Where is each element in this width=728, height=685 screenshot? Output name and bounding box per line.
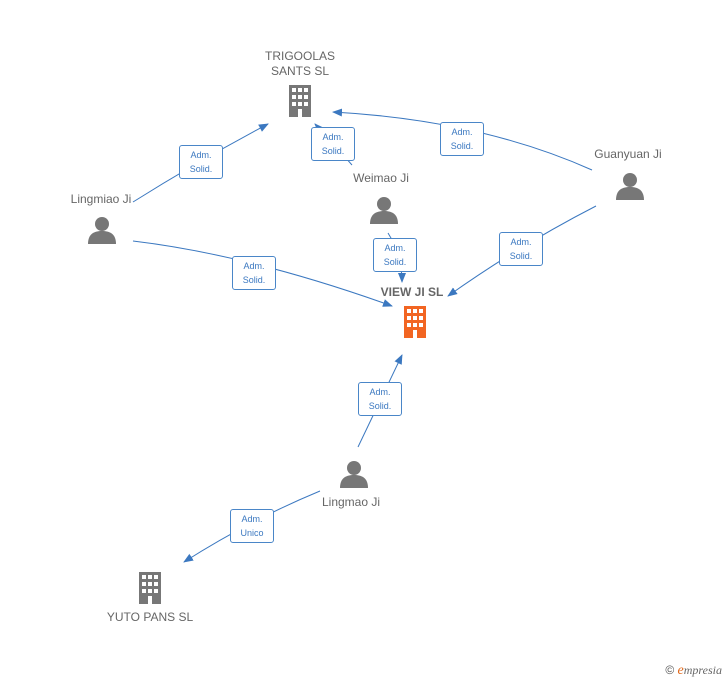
person-icon[interactable] bbox=[616, 173, 644, 200]
edge-label-line: Adm. bbox=[451, 127, 473, 137]
edge-label-line: Adm. bbox=[510, 237, 532, 247]
edge-label-box[interactable]: Adm. Solid. bbox=[373, 238, 417, 272]
copyright-footer: © empresia bbox=[665, 663, 722, 679]
edge-label-line: Unico bbox=[240, 528, 264, 538]
node-label-lingmao[interactable]: Lingmao Ji bbox=[321, 495, 381, 509]
edge-label-line: Solid. bbox=[509, 251, 533, 261]
person-icon[interactable] bbox=[340, 461, 368, 488]
brand-logo-initial: e bbox=[677, 663, 684, 678]
edge-label-box[interactable]: Adm. Solid. bbox=[358, 382, 402, 416]
person-icon[interactable] bbox=[370, 197, 398, 224]
edge-label-box[interactable]: Adm. Solid. bbox=[232, 256, 276, 290]
edge-label-box[interactable]: Adm. Solid. bbox=[440, 122, 484, 156]
company-building-icon[interactable] bbox=[139, 572, 161, 604]
edge-label-line: Solid. bbox=[450, 141, 474, 151]
edge-label-box[interactable]: Adm. Solid. bbox=[499, 232, 543, 266]
edge-label-line: Solid. bbox=[383, 257, 407, 267]
node-label-line: TRIGOOLAS bbox=[264, 49, 335, 63]
edge-label-line: Solid. bbox=[242, 275, 266, 285]
copyright-icon: © bbox=[665, 663, 675, 677]
person-icon[interactable] bbox=[88, 217, 116, 244]
node-label-view-ji[interactable]: VIEW JI SL bbox=[380, 285, 444, 299]
edge-label-line: Adm. bbox=[190, 150, 212, 160]
node-label-line: SANTS SL bbox=[270, 64, 330, 78]
node-label-lingmiao[interactable]: Lingmiao Ji bbox=[70, 192, 132, 206]
node-label-guanyuan[interactable]: Guanyuan Ji bbox=[594, 147, 662, 161]
node-label-trigoolas[interactable]: TRIGOOLAS SANTS SL bbox=[254, 49, 346, 79]
node-label-yuto-pans[interactable]: YUTO PANS SL bbox=[106, 610, 194, 624]
node-label-weimao[interactable]: Weimao Ji bbox=[353, 171, 409, 185]
brand-logo-text: mpresia bbox=[683, 663, 722, 677]
edge-label-line: Adm. bbox=[322, 132, 344, 142]
edge-label-line: Adm. bbox=[243, 261, 265, 271]
edge-label-line: Solid. bbox=[321, 146, 345, 156]
center-company-building-icon[interactable] bbox=[404, 306, 426, 338]
edge-label-box[interactable]: Adm. Unico bbox=[230, 509, 274, 543]
edge-label-line: Solid. bbox=[368, 401, 392, 411]
edge-label-box[interactable]: Adm. Solid. bbox=[311, 127, 355, 161]
edge-label-line: Adm. bbox=[241, 514, 263, 524]
company-building-icon[interactable] bbox=[289, 85, 311, 117]
edge-label-line: Adm. bbox=[369, 387, 391, 397]
edge-label-line: Solid. bbox=[189, 164, 213, 174]
edge-label-line: Adm. bbox=[384, 243, 406, 253]
edge-label-box[interactable]: Adm. Solid. bbox=[179, 145, 223, 179]
